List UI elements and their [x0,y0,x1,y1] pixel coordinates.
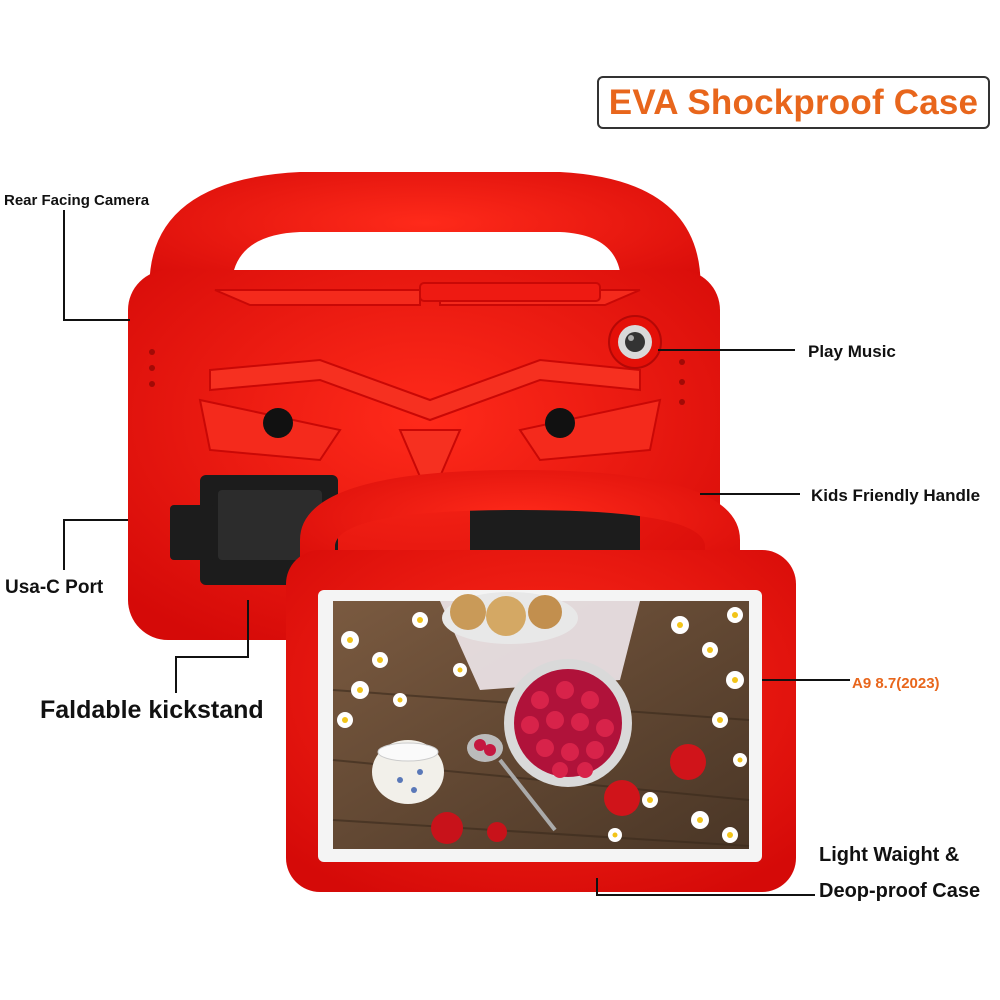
label-usb-port: Usa-C Port [5,577,104,598]
callout-lines [63,210,850,896]
label-kickstand: Faldable kickstand [40,696,264,724]
label-light-weight-line2: Deop-proof Case [819,880,981,902]
callout-port [63,519,128,570]
label-light-weight-line1: Light Waight & [819,844,960,866]
tablet-screen [332,592,750,849]
back-handle [149,172,701,300]
label-rear-camera: Rear Facing Camera [4,192,150,209]
case-back-view [128,172,720,640]
label-model: A9 8.7(2023) [852,675,940,692]
right-bolt [545,408,575,438]
callout-kickstand [175,600,249,693]
rear-camera-icon [608,315,662,369]
callout-weight [596,878,815,896]
label-kids-handle: Kids Friendly Handle [811,486,981,505]
label-play-music: Play Music [808,342,896,361]
title-box: EVA Shockproof Case [597,76,990,129]
kickstand [170,475,640,585]
front-handle [300,470,740,590]
page-title: EVA Shockproof Case [608,82,979,122]
case-front-view [286,470,796,892]
left-bolt [263,408,293,438]
callout-camera [63,210,130,321]
